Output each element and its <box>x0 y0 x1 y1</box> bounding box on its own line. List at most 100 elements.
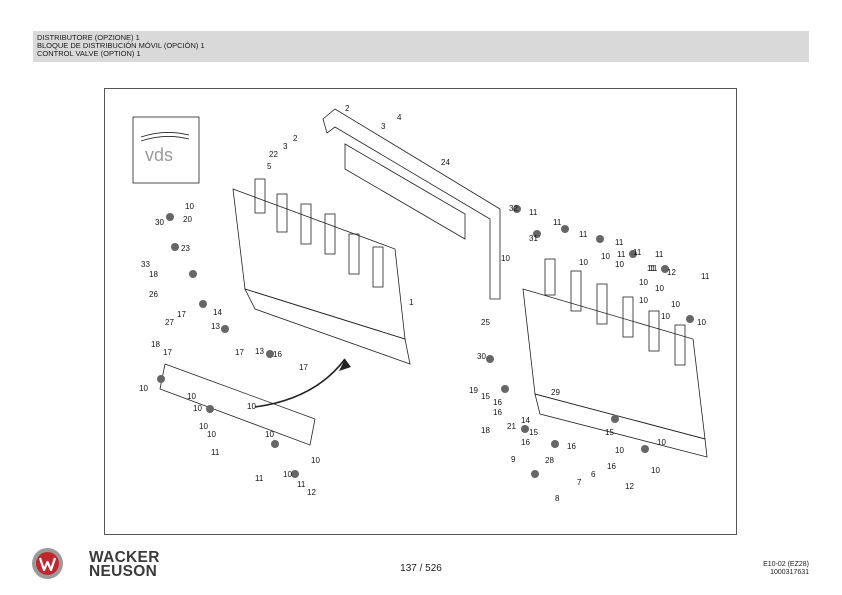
callout: 10 <box>639 278 648 287</box>
callout: 7 <box>577 478 582 487</box>
title-italian: DISTRIBUTORE (OPZIONE) 1 <box>37 33 140 42</box>
callout: 11 <box>297 480 306 489</box>
callout: 10 <box>207 430 216 439</box>
callout: 14 <box>521 416 530 425</box>
callout: 10 <box>187 392 196 401</box>
callout: 16 <box>521 438 530 447</box>
callout: 10 <box>193 404 202 413</box>
fitting-symbols <box>157 205 694 478</box>
callout: 4 <box>397 113 402 122</box>
callout: 10 <box>185 202 194 211</box>
callout: 3 <box>381 122 386 131</box>
callout: 11 <box>615 238 624 247</box>
brand-line-1: WACKER <box>89 549 160 566</box>
callout: 11 <box>579 230 588 239</box>
callout-labels: 2 4 3 2 3 22 5 24 10 30 20 23 33 18 26 1… <box>139 104 710 503</box>
callout: 10 <box>615 446 624 455</box>
callout: 11 <box>633 248 642 257</box>
callout: 10 <box>501 254 510 263</box>
callout: 2 <box>345 104 350 113</box>
callout: 11 <box>211 448 220 457</box>
callout: 13 <box>255 347 264 356</box>
callout: 17 <box>163 348 172 357</box>
brand-wordmark: WACKER NEUSON <box>89 549 160 580</box>
callout: 27 <box>165 318 174 327</box>
exploded-parts-diagram: 2 4 3 2 3 22 5 24 10 30 20 23 33 18 26 1… <box>104 88 737 535</box>
callout: 32 <box>509 204 518 213</box>
callout: 28 <box>545 456 554 465</box>
document-code: E10-02 (EZ28) 1000317631 <box>763 561 809 577</box>
callout: 26 <box>149 290 158 299</box>
callout: 18 <box>151 340 160 349</box>
inset-swoosh <box>140 132 190 138</box>
callout: 23 <box>181 244 190 253</box>
callout: 20 <box>183 215 192 224</box>
callout: 11 <box>553 218 562 227</box>
callout: 15 <box>481 392 490 401</box>
callout: 12 <box>625 482 634 491</box>
mounting-bracket <box>322 108 501 300</box>
callout: 10 <box>139 384 148 393</box>
callout: 10 <box>601 252 610 261</box>
callout: 10 <box>283 470 292 479</box>
callout: 30 <box>477 352 486 361</box>
assembly-arrow <box>254 358 346 408</box>
callout: 17 <box>235 348 244 357</box>
wacker-neuson-logo-icon <box>31 547 64 580</box>
document-code-line-1: E10-02 (EZ28) <box>763 561 809 568</box>
callout: 11 <box>617 250 626 259</box>
callout: 10 <box>697 318 706 327</box>
title-spanish: BLOQUE DE DISTRIBUCIÓN MÓVIL (OPCIÓN) 1 <box>37 41 205 50</box>
callout: 10 <box>199 422 208 431</box>
assembly-arrow-head <box>339 359 351 371</box>
callout: 31 <box>529 234 538 243</box>
callout: 16 <box>607 462 616 471</box>
callout: 3 <box>283 142 288 151</box>
callout: 17 <box>177 310 186 319</box>
callout: 10 <box>657 438 666 447</box>
callout: 12 <box>307 488 316 497</box>
callout: 16 <box>493 408 502 417</box>
inset-logo-text: vds <box>145 145 173 165</box>
callout: 10 <box>661 312 670 321</box>
callout: 11 <box>647 264 656 273</box>
callout: 10 <box>311 456 320 465</box>
callout: 10 <box>639 296 648 305</box>
right-valve-spools <box>544 258 686 366</box>
callout: 5 <box>267 162 272 171</box>
callout: 10 <box>247 402 256 411</box>
callout: 30 <box>155 218 164 227</box>
fittings-tray <box>159 363 316 446</box>
callout: 16 <box>493 398 502 407</box>
callout: 10 <box>651 466 660 475</box>
diagram-drawing: 2 4 3 2 3 22 5 24 10 30 20 23 33 18 26 1… <box>132 104 710 503</box>
callout: 11 <box>649 264 658 273</box>
inset-logo-box <box>132 116 200 184</box>
callout: 29 <box>551 388 560 397</box>
callout: 14 <box>213 308 222 317</box>
callout: 11 <box>255 474 264 483</box>
callout: 11 <box>655 250 664 259</box>
callout: 10 <box>671 300 680 309</box>
left-valve-block <box>232 188 406 340</box>
callout: 24 <box>441 158 450 167</box>
callout: 11 <box>701 272 710 281</box>
left-valve-spools <box>254 178 384 288</box>
callout: 11 <box>529 208 538 217</box>
callout: 17 <box>299 363 308 372</box>
callout: 6 <box>591 470 596 479</box>
header-bar: DISTRIBUTORE (OPZIONE) 1 BLOQUE DE DISTR… <box>33 31 809 62</box>
document-code-line-2: 1000317631 <box>770 569 809 576</box>
callout: 10 <box>655 284 664 293</box>
callout: 18 <box>481 426 490 435</box>
callout: 10 <box>265 430 274 439</box>
callout: 15 <box>605 428 614 437</box>
callout: 16 <box>567 442 576 451</box>
callout: 9 <box>511 455 516 464</box>
callout: 12 <box>667 268 676 277</box>
callout: 10 <box>615 260 624 269</box>
title-english: CONTROL VALVE (OPTION) 1 <box>37 49 141 58</box>
callout: 10 <box>579 258 588 267</box>
callout: 15 <box>529 428 538 437</box>
callout: 13 <box>211 322 220 331</box>
